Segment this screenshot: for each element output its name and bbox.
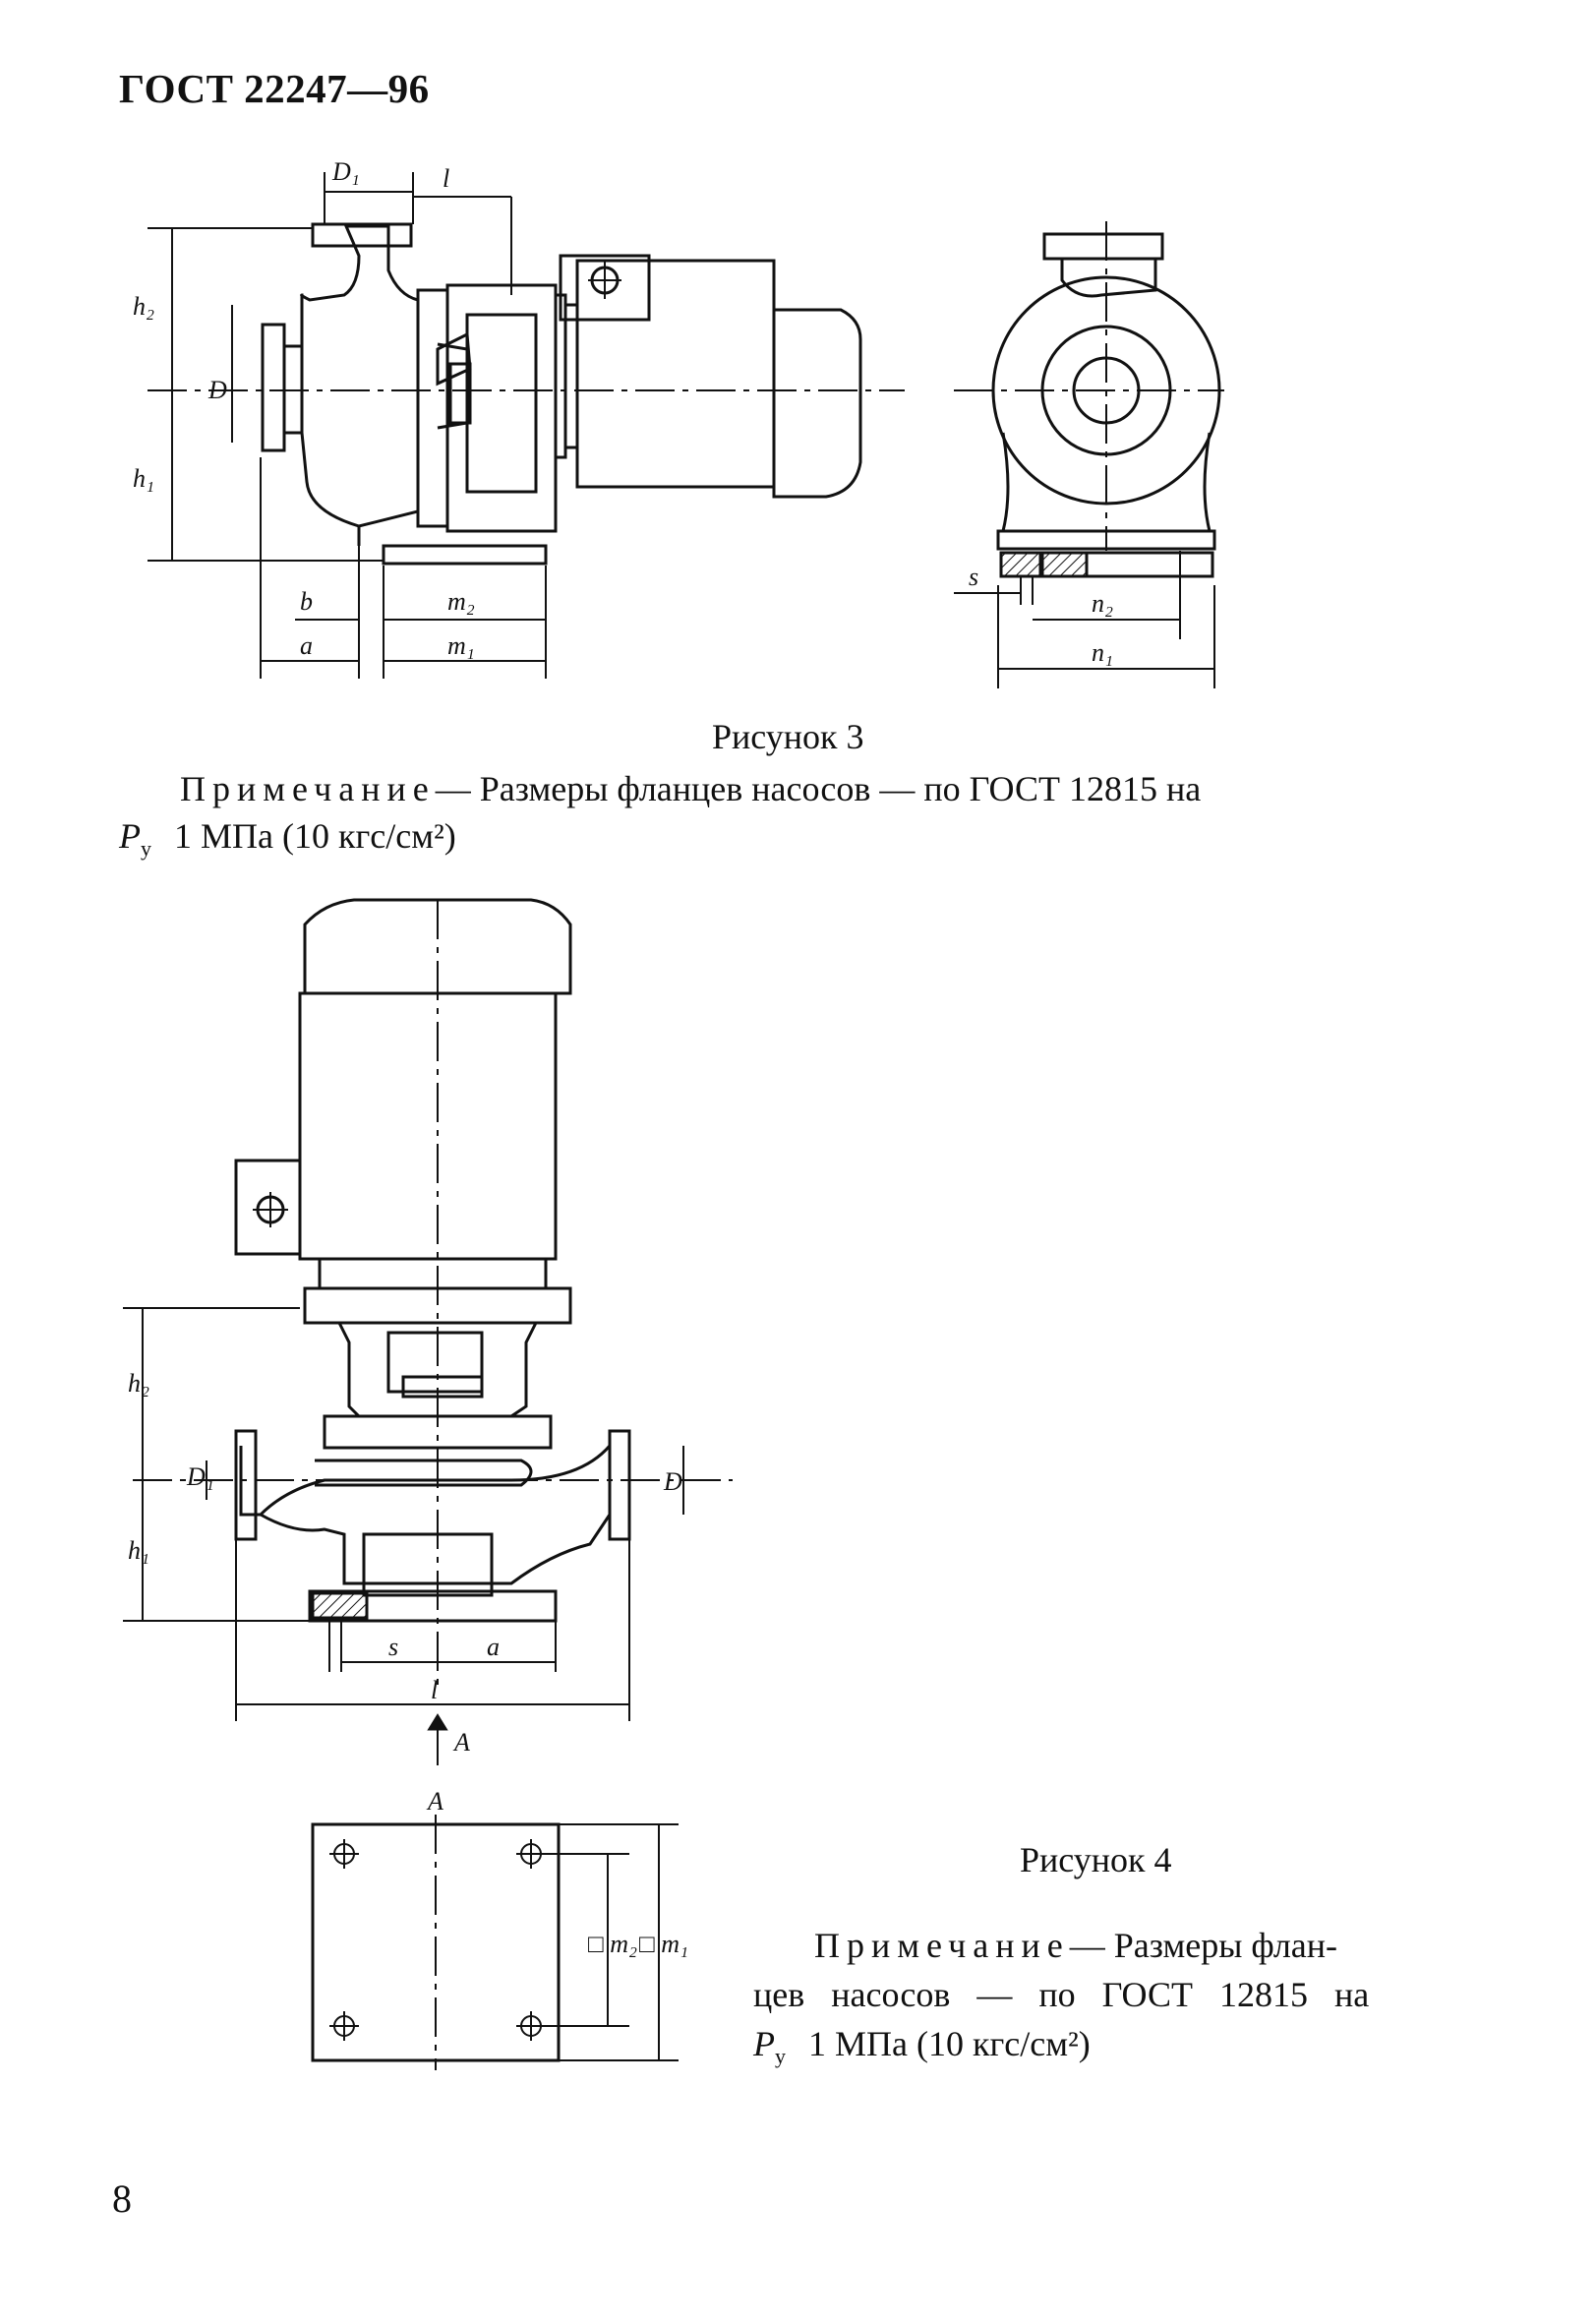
fig3-label-n1: n₁	[1092, 638, 1113, 667]
figure3-pressure-sub: у	[141, 836, 151, 862]
fig3-label-b: b	[300, 587, 313, 616]
fig3-label-h2: h₂	[133, 292, 154, 321]
figure4-caption: Рисунок 4	[1020, 1840, 1172, 1879]
fig3-label-m1: m₁	[447, 631, 475, 660]
fig4-label-h1: h₁	[128, 1536, 149, 1565]
figure4-view-a	[311, 1815, 679, 2070]
fig4-label-a: a	[487, 1633, 500, 1661]
document-header: ГОСТ 22247—96	[119, 66, 430, 111]
fig3-label-n2: n₂	[1092, 589, 1113, 618]
fig3-label-l: l	[443, 164, 449, 193]
figure4-pressure-symbol: P	[753, 2024, 775, 2063]
fig3-label-a: a	[300, 631, 313, 660]
figure4-note-word: Примечание	[814, 1926, 1070, 1965]
figure3-side-view	[148, 172, 905, 679]
figure4-pressure: Pу 1 МПа (10 кгс/см²)	[753, 2020, 1091, 2080]
figure3-pressure-text: 1 МПа (10 кгс/см²)	[174, 816, 456, 856]
figure3-pressure-symbol: P	[119, 816, 141, 856]
fig4-label-d: D	[663, 1467, 682, 1496]
figure3-note: Примечание— Размеры фланцев насосов — по…	[119, 765, 1481, 812]
figure3-note-text: — Размеры фланцев насосов — по ГОСТ 1281…	[435, 769, 1202, 808]
figure3-end-view	[954, 221, 1224, 688]
figure4-note-line1-text: — Размеры флан-	[1069, 1926, 1338, 1965]
figure3-note-word: Примечание	[180, 769, 436, 808]
fig4-label-a-view: A	[426, 1787, 443, 1816]
figure3-pressure: Pу 1 МПа (10 кгс/см²)	[119, 812, 456, 872]
fig4-label-l: l	[431, 1676, 438, 1704]
fig3-label-s: s	[969, 563, 978, 591]
fig3-label-d: D	[207, 376, 227, 404]
fig3-label-m2: m₂	[447, 587, 475, 616]
figure4-pressure-text: 1 МПа (10 кгс/см²)	[808, 2024, 1091, 2063]
fig3-label-h1: h₁	[133, 464, 154, 493]
fig4-label-m2: □ m₂	[588, 1930, 637, 1958]
figure4-front-view	[123, 898, 733, 1765]
page-number: 8	[112, 2176, 132, 2221]
fig4-label-m1: □ m₁	[639, 1930, 688, 1958]
figure4-pressure-sub: у	[775, 2044, 786, 2069]
figure3-caption: Рисунок 3	[712, 717, 864, 756]
fig4-label-h2: h₂	[128, 1369, 149, 1398]
figure4-note-line1: Примечание— Размеры флан-	[814, 1922, 1337, 1969]
fig3-label-d1: D₁	[331, 157, 360, 186]
fig4-label-d1: D₁	[186, 1462, 214, 1491]
fig4-label-a-arrow: A	[452, 1728, 470, 1757]
figure4-note-line2: цев насосов — по ГОСТ 12815 на	[753, 1975, 1370, 2014]
fig4-label-s: s	[388, 1633, 398, 1661]
